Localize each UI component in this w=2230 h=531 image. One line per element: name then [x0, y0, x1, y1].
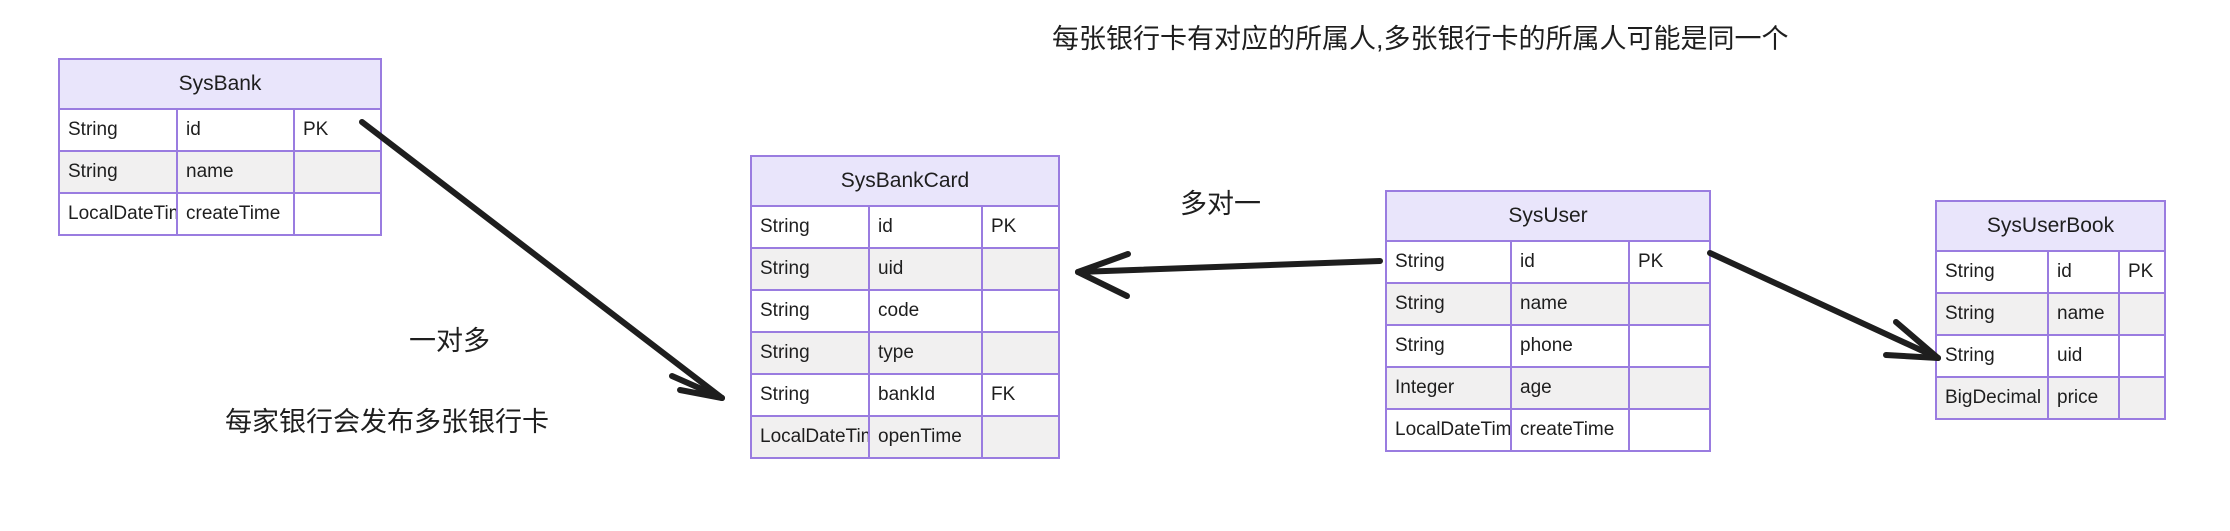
entity-title-sysuser: SysUser — [1387, 192, 1709, 242]
table-row[interactable]: String id PK — [1387, 242, 1709, 284]
entity-sysbank[interactable]: SysBank String id PK String name LocalDa… — [58, 58, 382, 236]
row-field: createTime — [178, 194, 295, 234]
table-row[interactable]: String code — [752, 291, 1058, 333]
entity-title-sysuserbook: SysUserBook — [1937, 202, 2164, 252]
table-row[interactable]: String phone — [1387, 326, 1709, 368]
row-type: String — [1937, 294, 2049, 334]
entity-sysbankcard[interactable]: SysBankCard String id PK String uid Stri… — [750, 155, 1060, 459]
row-type: String — [1937, 336, 2049, 376]
connector-sysuser-to-sysuserbook — [1707, 250, 1941, 361]
row-field: name — [2049, 294, 2120, 334]
row-field: id — [870, 207, 983, 247]
entity-sysuser[interactable]: SysUser String id PK String name String … — [1385, 190, 1711, 452]
row-field: price — [2049, 378, 2120, 418]
arrowhead-barb — [677, 387, 725, 401]
entity-rows-sysbank: String id PK String name LocalDateTime c… — [60, 110, 380, 234]
connector-sysuser-to-sysbankcard — [1075, 251, 1383, 299]
row-field: id — [1512, 242, 1630, 282]
row-key: PK — [991, 216, 1017, 237]
row-type: String — [60, 110, 178, 150]
row-type: String — [752, 375, 870, 415]
row-type: String — [60, 152, 178, 192]
entity-rows-sysbankcard: String id PK String uid String code Stri… — [752, 207, 1058, 457]
table-row[interactable]: String uid — [752, 249, 1058, 291]
table-row[interactable]: String id PK — [752, 207, 1058, 249]
row-key — [1630, 410, 1679, 450]
arrowhead-barb — [1075, 269, 1130, 299]
table-row[interactable]: String name — [1937, 294, 2164, 336]
row-key — [2120, 336, 2160, 376]
table-row[interactable]: String name — [60, 152, 380, 194]
row-key — [295, 194, 340, 234]
entity-rows-sysuserbook: String id PK String name String uid BigD… — [1937, 252, 2164, 418]
table-row[interactable]: BigDecimal price — [1937, 378, 2164, 418]
note-bank-issues-cards: 每家银行会发布多张银行卡 — [225, 407, 549, 437]
row-type: LocalDateTime — [1387, 410, 1512, 450]
row-key — [983, 333, 1028, 373]
row-field: age — [1512, 368, 1630, 408]
row-field: name — [178, 152, 295, 192]
row-key — [295, 152, 340, 192]
row-key: PK — [1638, 251, 1664, 272]
row-field: createTime — [1512, 410, 1630, 450]
row-type: String — [1387, 284, 1512, 324]
connector-line — [1707, 250, 1941, 361]
row-key: PK — [2128, 261, 2154, 282]
note-bankcard-owner: 每张银行卡有对应的所属人,多张银行卡的所属人可能是同一个 — [1052, 24, 1789, 54]
connector-line — [1075, 258, 1383, 275]
row-key: FK — [991, 384, 1016, 405]
label-one-to-many: 一对多 — [409, 326, 490, 356]
row-type: String — [1387, 326, 1512, 366]
row-type: String — [752, 207, 870, 247]
row-type: String — [752, 249, 870, 289]
entity-sysuserbook[interactable]: SysUserBook String id PK String name Str… — [1935, 200, 2166, 420]
label-many-to-one: 多对一 — [1180, 189, 1261, 219]
table-row[interactable]: String uid — [1937, 336, 2164, 378]
row-type: String — [1937, 252, 2049, 292]
row-field: type — [870, 333, 983, 373]
row-type: BigDecimal — [1937, 378, 2049, 418]
table-row[interactable]: LocalDateTime createTime — [1387, 410, 1709, 450]
row-field: name — [1512, 284, 1630, 324]
row-key — [2120, 378, 2160, 418]
row-key — [1630, 284, 1679, 324]
table-row[interactable]: LocalDateTime openTime — [752, 417, 1058, 457]
row-key — [1630, 368, 1679, 408]
row-key — [983, 417, 1028, 457]
entity-title-sysbank: SysBank — [60, 60, 380, 110]
row-field: code — [870, 291, 983, 331]
row-field: id — [2049, 252, 2120, 292]
row-field: openTime — [870, 417, 983, 457]
table-row[interactable]: String type — [752, 333, 1058, 375]
table-row[interactable]: String bankId FK — [752, 375, 1058, 417]
row-type: LocalDateTime — [752, 417, 870, 457]
table-row[interactable]: Integer age — [1387, 368, 1709, 410]
entity-rows-sysuser: String id PK String name String phone In… — [1387, 242, 1709, 450]
row-type: String — [752, 333, 870, 373]
row-type: String — [752, 291, 870, 331]
row-field: id — [178, 110, 295, 150]
row-field: uid — [2049, 336, 2120, 376]
table-row[interactable]: String id PK — [60, 110, 380, 152]
table-row[interactable]: String id PK — [1937, 252, 2164, 294]
table-row[interactable]: LocalDateTime createTime — [60, 194, 380, 234]
row-key: PK — [303, 119, 329, 140]
row-type: String — [1387, 242, 1512, 282]
arrowhead-barb — [669, 373, 725, 401]
arrowhead-barb — [1075, 251, 1131, 275]
row-field: uid — [870, 249, 983, 289]
table-row[interactable]: String name — [1387, 284, 1709, 326]
row-type: LocalDateTime — [60, 194, 178, 234]
row-key — [983, 291, 1028, 331]
row-field: bankId — [870, 375, 983, 415]
arrowhead-barb — [1893, 319, 1941, 361]
entity-title-sysbankcard: SysBankCard — [752, 157, 1058, 207]
row-type: Integer — [1387, 368, 1512, 408]
arrowhead-barb — [1883, 352, 1941, 361]
row-field: phone — [1512, 326, 1630, 366]
row-key — [2120, 294, 2160, 334]
row-key — [1630, 326, 1679, 366]
row-key — [983, 249, 1028, 289]
